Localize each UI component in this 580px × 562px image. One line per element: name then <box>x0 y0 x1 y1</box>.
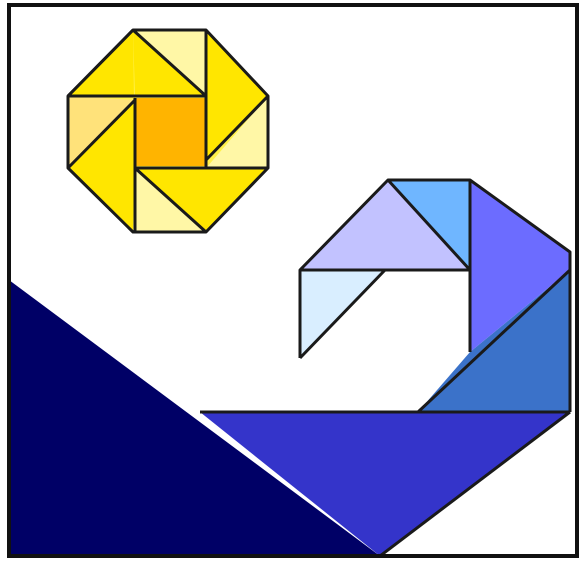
orange-center-square <box>135 98 206 166</box>
